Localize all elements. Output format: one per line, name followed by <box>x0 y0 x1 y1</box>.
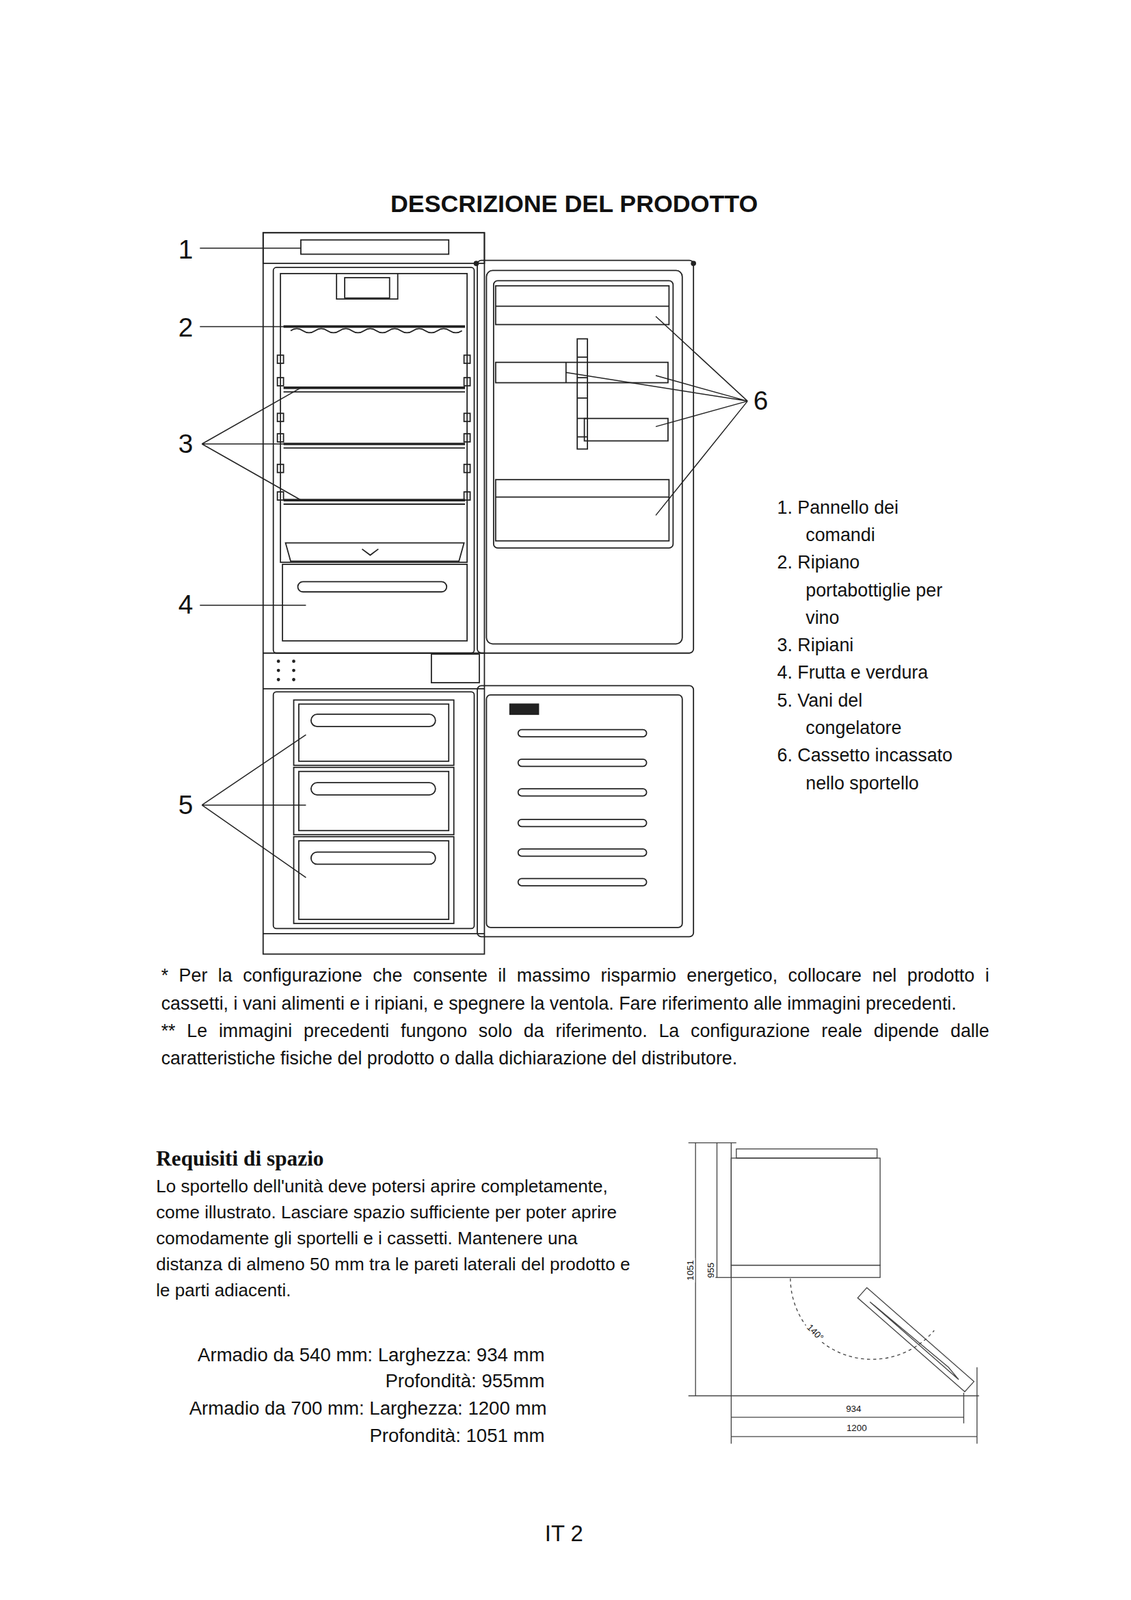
legend-item: 2. Ripiano portabottiglie per vino <box>776 548 958 632</box>
page-number: IT 2 <box>544 1519 584 1547</box>
legend-item: 4. Frutta e verdura <box>776 658 958 686</box>
callout-number: 2 <box>178 311 194 344</box>
dimension-label: 1051 <box>685 1257 695 1283</box>
note-text: * Per la configurazione che consente il … <box>161 961 990 1017</box>
callout-number: 4 <box>178 588 194 621</box>
dimension-text: Armadio da 700 mm: Larghezza: 1200 mm <box>149 1396 548 1419</box>
dimension-text: Profondità: 1051 mm <box>147 1423 545 1447</box>
dimension-text: Profondità: 955mm <box>147 1368 545 1392</box>
legend-item: 3. Ripiani <box>776 631 958 659</box>
body-text: Lo sportello dell'unità deve potersi apr… <box>155 1172 644 1303</box>
legend-item: 6. Cassetto incassato nello sportello <box>776 741 958 797</box>
dimension-label: 1200 <box>844 1422 870 1432</box>
note-text: ** Le immagini precedenti fungono solo d… <box>161 1016 990 1073</box>
callout-number: 6 <box>753 384 769 418</box>
legend-item: 5. Vani del congelatore <box>776 686 958 742</box>
section-heading: Requisiti di spazio <box>155 1145 565 1172</box>
notes-block: * Per la configurazione che consente il … <box>161 961 990 1072</box>
parts-list: 1. Pannello dei comandi2. Ripiano portab… <box>776 493 958 797</box>
callout-number: 1 <box>178 233 194 266</box>
dimension-text: Armadio da 540 mm: Larghezza: 934 mm <box>147 1342 545 1366</box>
page-title: DESCRIZIONE DEL PRODOTTO <box>390 189 758 219</box>
dimension-label: 934 <box>843 1403 863 1413</box>
callout-number: 5 <box>178 788 194 821</box>
angle-label: 140° <box>803 1320 827 1343</box>
callout-number: 3 <box>178 428 194 461</box>
legend-item: 1. Pannello dei comandi <box>776 493 958 550</box>
dimension-label: 955 <box>706 1260 716 1280</box>
